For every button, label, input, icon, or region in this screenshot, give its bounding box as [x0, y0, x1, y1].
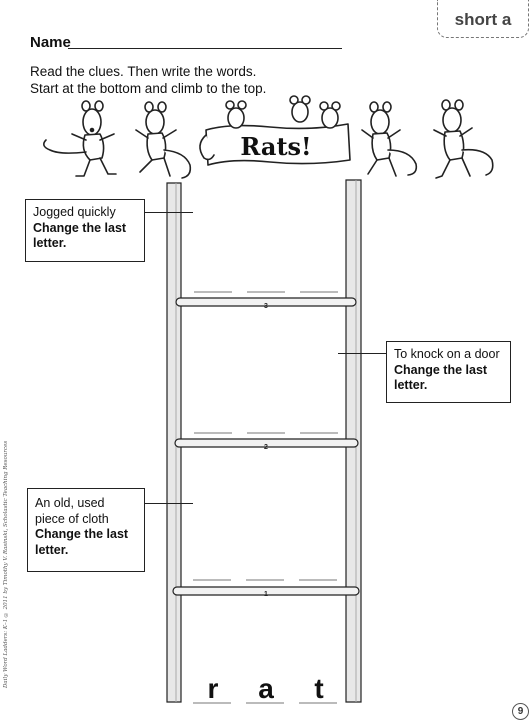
clue-text: To knock on a door: [394, 347, 500, 361]
instructions: Read the clues. Then write the words. St…: [30, 63, 266, 97]
clue-action: Change the last letter.: [35, 527, 129, 557]
clue-action: Change the last letter.: [394, 362, 488, 393]
clue-box-middle: To knock on a door Change the last lette…: [386, 341, 511, 403]
rung-2: [174, 438, 359, 448]
skill-tag: short a: [437, 0, 529, 38]
rat-2-icon: [135, 101, 192, 179]
name-write-line[interactable]: [68, 48, 342, 49]
rat-1-icon: [42, 100, 117, 177]
banner-icon: [199, 95, 351, 166]
clue-connector-top: [145, 212, 193, 213]
answer-lines: [193, 291, 338, 704]
page-number: 9: [512, 703, 529, 720]
rats-illustration: [42, 95, 494, 179]
copyright-credit: Daily Word Ladders: K–1 © 2011 by Timoth…: [3, 440, 9, 688]
start-letter-3: t: [314, 673, 324, 704]
clue-text: An old, used piece of cloth: [35, 496, 109, 526]
clue-box-bottom: An old, used piece of cloth Change the l…: [27, 488, 145, 572]
start-letter-2: a: [258, 673, 274, 704]
instruction-line-1: Read the clues. Then write the words.: [30, 64, 257, 79]
rung-number-3: 3: [264, 303, 268, 310]
rat-4-icon: [361, 101, 418, 177]
clue-connector-middle: [338, 353, 386, 354]
rung-3: [175, 297, 357, 307]
ladder: [166, 179, 362, 703]
clue-connector-bottom: [145, 503, 193, 504]
banner-title: Rats!: [240, 132, 311, 161]
rung-number-2: 2: [264, 444, 268, 451]
name-label: Name: [30, 34, 71, 51]
clue-text: Jogged quickly: [33, 205, 116, 219]
rung-number-1: 1: [264, 591, 268, 598]
rung-1: [172, 586, 360, 596]
clue-box-top: Jogged quickly Change the last letter.: [25, 199, 145, 262]
rat-5-icon: [433, 99, 494, 179]
instruction-line-2: Start at the bottom and climb to the top…: [30, 81, 267, 96]
clue-action: Change the last letter.: [33, 220, 127, 251]
start-letter-1: r: [207, 673, 219, 704]
